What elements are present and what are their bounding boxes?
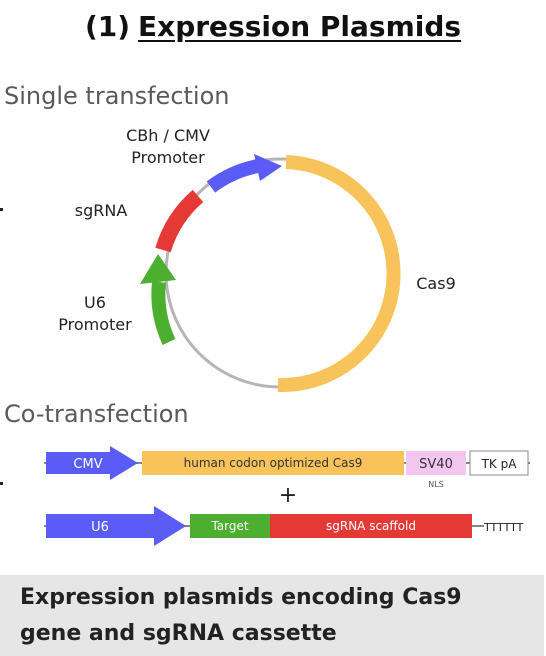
target-box	[190, 514, 270, 538]
co-transfection-label: Co-transfection	[4, 400, 189, 428]
sv40-text: SV40	[419, 457, 453, 472]
target-text: Target	[210, 519, 248, 533]
cbh-promoter-segment	[206, 159, 260, 193]
u6-promoter-arrow	[46, 506, 186, 546]
page-title: (1)Expression Plasmids	[0, 10, 546, 43]
edge-mark	[0, 208, 3, 211]
cbh-promoter-arrowhead	[254, 154, 282, 181]
cmv-text: CMV	[73, 457, 102, 472]
nls-text: NLS	[428, 480, 444, 489]
cbh-promoter-label: CBh / CMV Promoter	[108, 125, 228, 169]
tk-pa-box	[469, 450, 529, 476]
u6-promoter-label: U6 Promoter	[40, 292, 150, 336]
cmv-promoter-arrow	[46, 446, 138, 480]
cas9-label: Cas9	[416, 274, 456, 293]
u6-promoter-segment	[151, 281, 176, 345]
terminator-text: TTTTTT	[483, 521, 524, 534]
sv40-box	[406, 451, 466, 475]
u6-text: U6	[91, 520, 109, 535]
title-text: Expression Plasmids	[138, 10, 462, 43]
u6-promoter-arrowhead	[140, 254, 176, 284]
tk-pa-text: TK pA	[481, 457, 518, 471]
sgrna-scaffold-box	[270, 514, 472, 538]
cbh-promoter-label-line1: CBh / CMV	[126, 126, 210, 145]
u6-promoter-label-line1: U6	[84, 293, 106, 312]
single-transfection-label: Single transfection	[4, 82, 230, 110]
caption-box: Expression plasmids encoding Cas9 gene a…	[0, 575, 544, 656]
title-number: (1)	[84, 10, 131, 43]
cbh-promoter-label-line2: Promoter	[131, 148, 205, 167]
u6-promoter-label-line2: Promoter	[58, 315, 132, 334]
sgrna-scaffold-text: sgRNA scaffold	[326, 519, 416, 533]
sgrna-label: sgRNA	[74, 201, 128, 220]
caption-line2: gene and sgRNA cassette	[20, 621, 337, 646]
cas9-segment	[277, 155, 401, 393]
linear-constructs-diagram: CMV human codon optimized Cas9 SV40 NLS …	[44, 446, 530, 546]
sgrna-segment	[155, 189, 204, 253]
caption-line1: Expression plasmids encoding Cas9	[20, 585, 462, 610]
circular-plasmid-diagram	[140, 154, 401, 393]
cas9-box	[142, 451, 404, 475]
edge-mark	[0, 482, 3, 485]
plus-sign: +	[279, 483, 297, 508]
cas9-box-text: human codon optimized Cas9	[184, 456, 363, 470]
